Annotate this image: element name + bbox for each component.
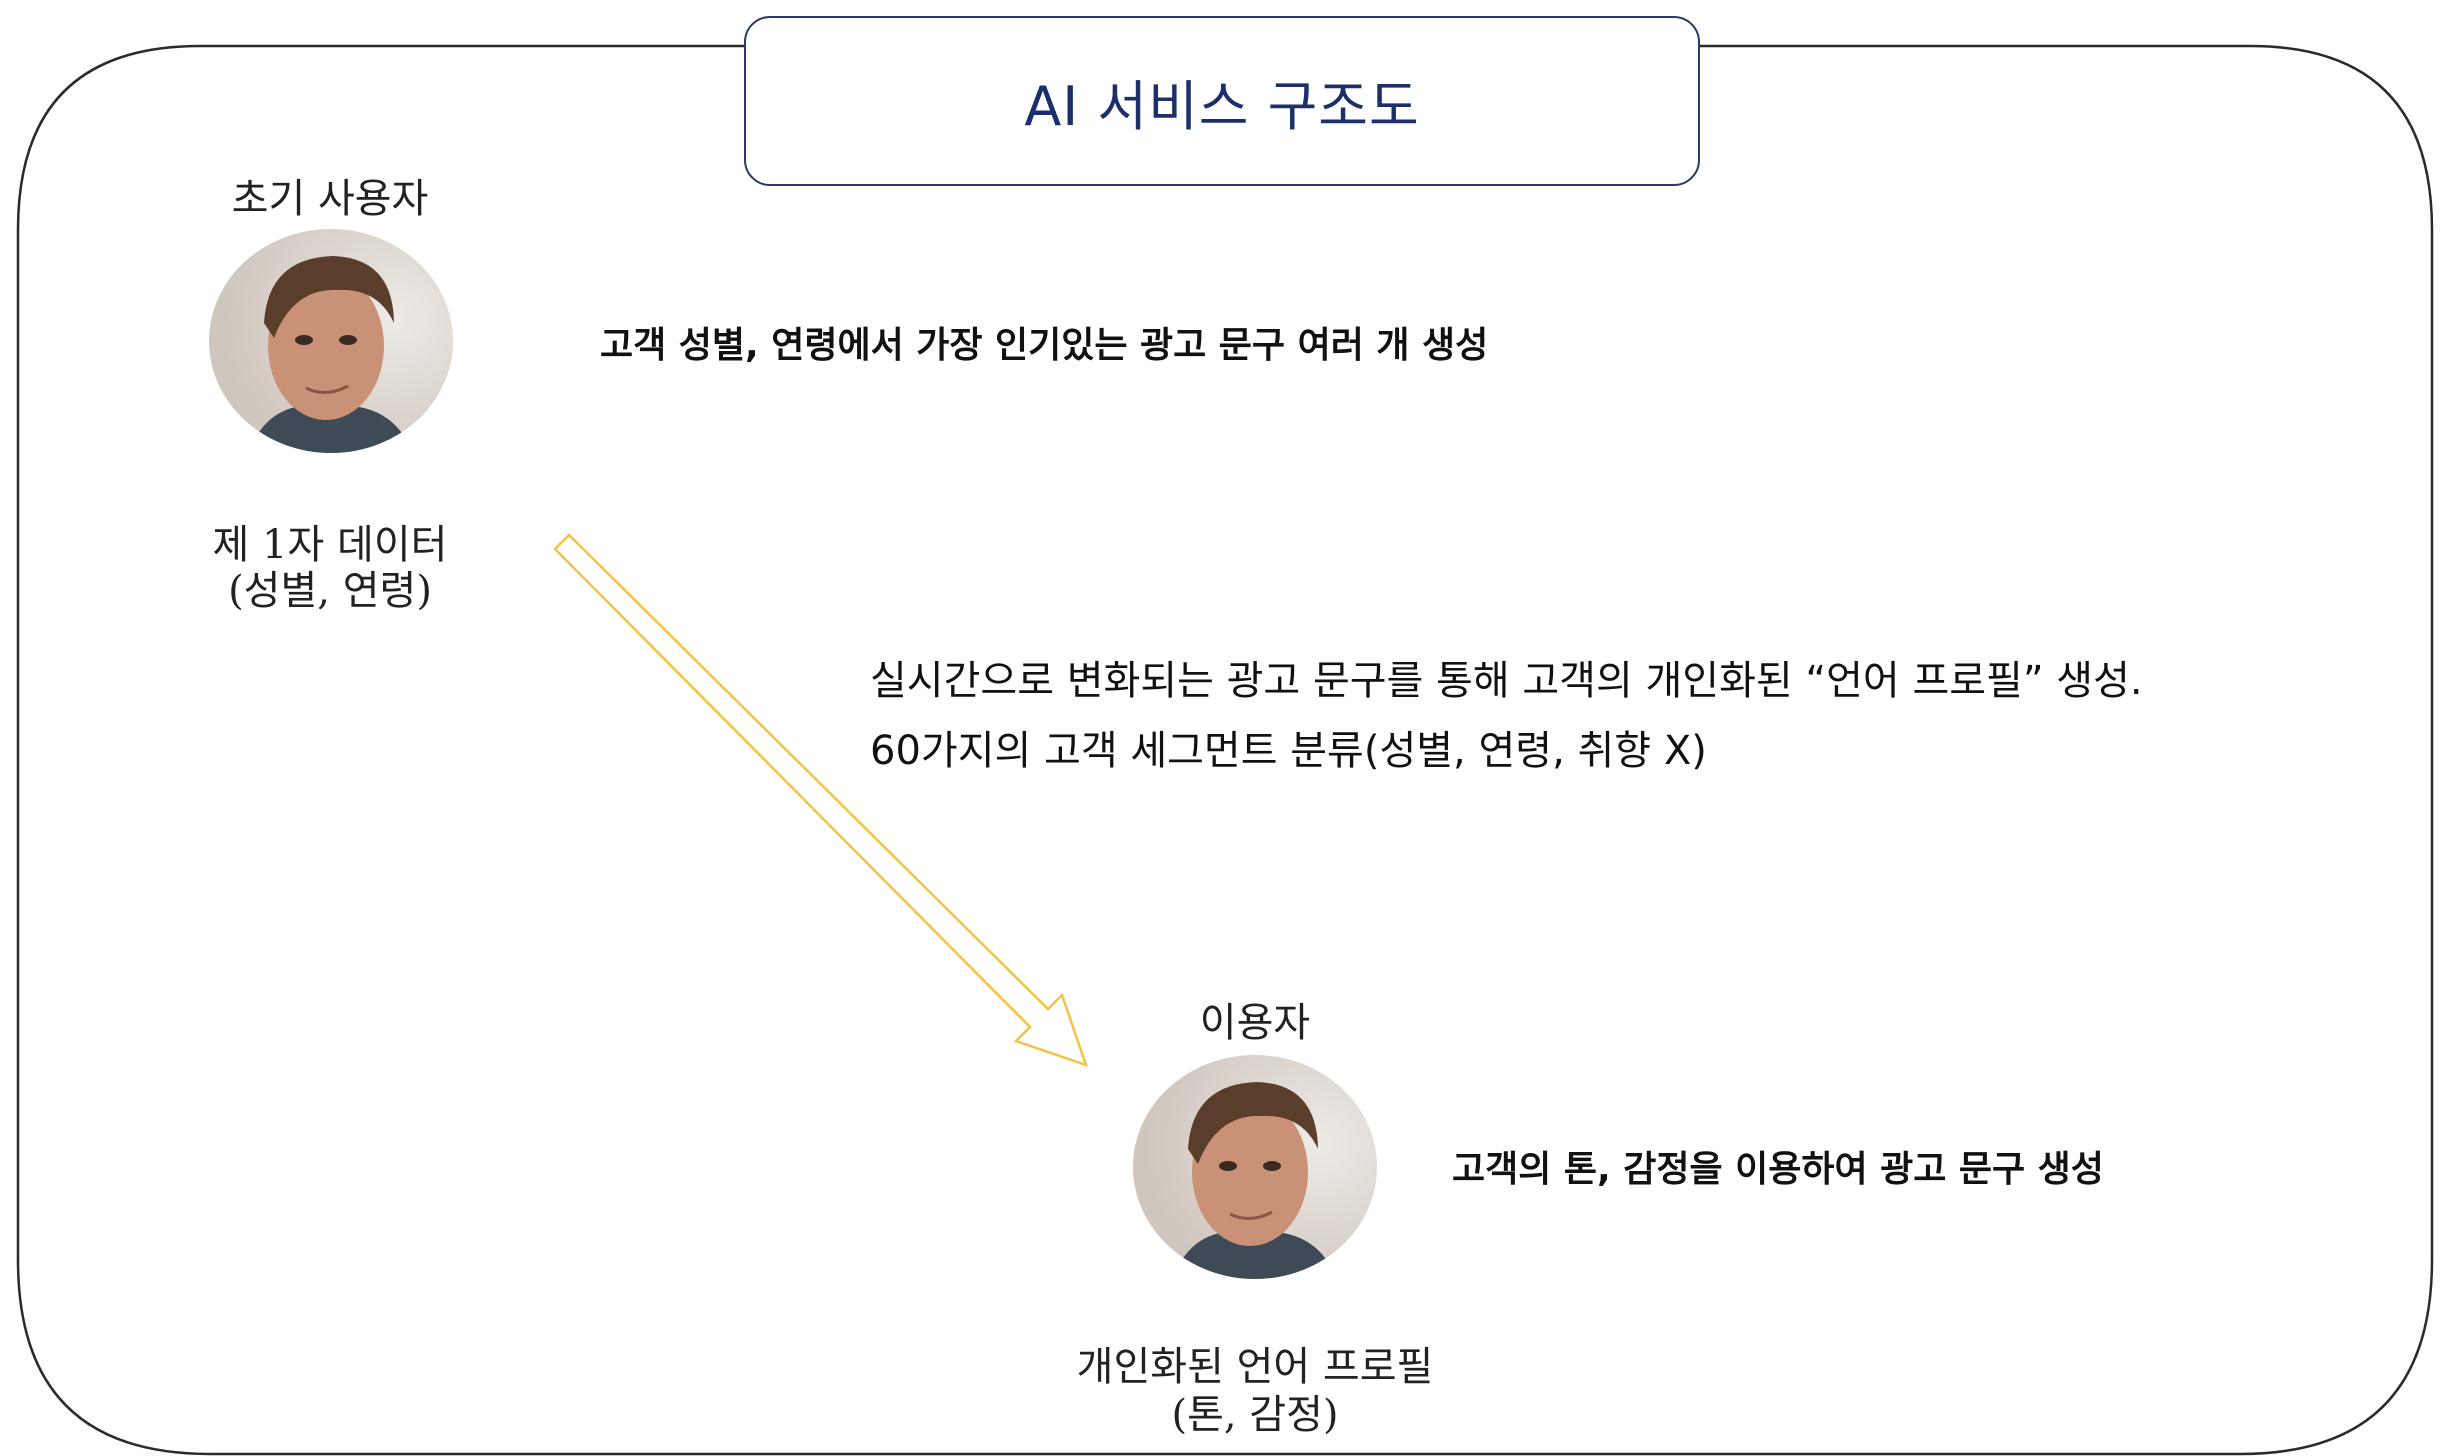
user-profile-line1: 개인화된 언어 프로필 bbox=[1076, 1344, 1434, 1390]
user-avatar-icon bbox=[1133, 1055, 1377, 1279]
flow-arrow-icon bbox=[553, 533, 1089, 1068]
initial-user-avatar-icon bbox=[209, 229, 453, 453]
initial-user-label: 초기 사용자 bbox=[231, 176, 429, 222]
description-line2: 60가지의 고객 세그먼트 분류(성별, 연령, 취향 X) bbox=[870, 728, 1707, 774]
initial-user-data-line1: 제 1자 데이터 bbox=[212, 522, 448, 568]
initial-user-data-line2: (성별, 연령) bbox=[228, 568, 432, 614]
user-action-text: 고객의 톤, 감정을 이용하여 광고 문구 생성 bbox=[1452, 1149, 2104, 1190]
initial-user-action-text: 고객 성별, 연령에서 가장 인기있는 광고 문구 여러 개 생성 bbox=[600, 325, 1489, 366]
title-box: AI 서비스 구조도 bbox=[744, 16, 1700, 186]
diagram-title: AI 서비스 구조도 bbox=[1024, 74, 1420, 138]
user-profile-line2: (톤, 감정) bbox=[1171, 1392, 1339, 1438]
description-line1: 실시간으로 변화되는 광고 문구를 통해 고객의 개인화된 “언어 프로필” 생… bbox=[870, 658, 2143, 704]
user-label: 이용자 bbox=[1199, 1000, 1311, 1046]
